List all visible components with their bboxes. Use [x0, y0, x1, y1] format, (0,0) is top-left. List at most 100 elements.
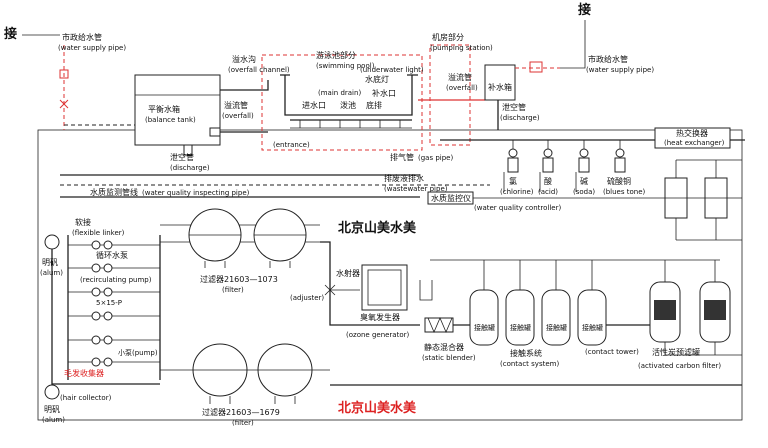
static-en: (static blender): [422, 354, 476, 362]
carbon-filters: [649, 260, 731, 343]
overflow-pipe-en: (overfall): [222, 112, 254, 120]
ozone-en: (ozone generator): [346, 331, 410, 339]
ozone-generator-inner: [367, 269, 402, 306]
filter-top-en: (filter): [222, 286, 244, 294]
makeup-tank: [484, 64, 516, 101]
contact-tank-label: 接触罐: [582, 323, 603, 332]
makeup-tank-cn: 补水箱: [488, 82, 512, 92]
entrance-en: (entrance): [273, 141, 310, 149]
overflow-channel-en: (overfall channel): [228, 66, 290, 74]
carbon-media: [704, 300, 726, 320]
ejector-icon: [324, 284, 336, 296]
pool-basin: [284, 75, 413, 116]
valve-icon: [529, 61, 543, 73]
ozone-main-pipe: [320, 241, 420, 326]
filter-bottom-en: (filter): [232, 419, 254, 427]
discharge-right-en: (discharge): [500, 114, 540, 122]
pump-icon: [91, 357, 101, 367]
contact-tank: [469, 289, 499, 346]
soda-cn: 碱: [580, 177, 588, 186]
dosing-pump-icon: [579, 148, 589, 158]
discharge-right-cn: 泄空管: [502, 102, 526, 112]
ozone-outlet: [419, 280, 433, 301]
hair-collector-cn: 毛发收集器: [64, 368, 104, 378]
acid-tank: [542, 157, 554, 173]
carbon-cn: 活性炭预滤罐: [652, 347, 700, 357]
bluestone-tank: [614, 157, 626, 173]
overflow-channel-cn: 溢水沟: [232, 54, 256, 64]
connect-marker-right: 接: [578, 2, 591, 18]
contact-tower-en: (contact tower): [585, 348, 639, 356]
system-frame: [37, 129, 743, 421]
pumping-station-cn: 机房部分: [432, 32, 464, 42]
heat-exchanger-en: (heat exchanger): [664, 139, 725, 147]
filter-top-cn: 过滤器21603—1073: [200, 274, 278, 284]
controller-en: (water quality controller): [474, 204, 561, 212]
pump-icon: [91, 311, 101, 321]
contact-tank-label: 接触罐: [474, 323, 495, 332]
flexible-en: (flexible linker): [72, 229, 125, 237]
underwater-light-en: (underwater light): [360, 66, 424, 74]
heat-exchanger-cn: 热交换器: [676, 128, 708, 138]
alum-top-en: (alum): [40, 269, 63, 277]
pump-icon: [103, 335, 113, 345]
adjuster-en: (adjuster): [290, 294, 324, 302]
water-supply-left-en: (water supply pipe): [58, 44, 126, 52]
heat-exchanger-label-box: [654, 127, 731, 149]
inlet-cn: 进水口: [302, 100, 326, 110]
pool-inlets: [299, 120, 401, 128]
circulating-pumps: [68, 240, 160, 367]
inspecting-en: (water quality inspecting pipe): [142, 189, 250, 197]
main-drain-en: (main drain): [318, 89, 361, 97]
overflow-pipe-cn: 溢流管: [224, 100, 248, 110]
pump-icon: [103, 357, 113, 367]
contact-tank: [505, 289, 535, 346]
contact-system-en: (contact system): [500, 360, 559, 368]
static-blender-pattern: [427, 316, 453, 334]
static-cn: 静态混合器: [424, 342, 464, 352]
contact-tank: [577, 289, 607, 346]
filter-bottom-group: [192, 343, 313, 404]
gas-pipe-cn: 排气管: [390, 152, 414, 162]
balance-tank-en: (balance tank): [145, 116, 196, 124]
hair-collector-en: (hair collector): [60, 394, 112, 402]
soda-tank: [578, 157, 590, 173]
pool-wall-cn: 泼池: [340, 100, 356, 110]
heat-exchanger-pipes: [675, 159, 742, 241]
overflow-right-en: (overfall): [446, 84, 478, 92]
watermark-top: 北京山美水美: [338, 220, 417, 236]
ozone-generator: [361, 264, 408, 311]
discharge-valve-left: [183, 144, 193, 156]
pumping-station-en: (pumping station): [430, 44, 493, 52]
acid-cn: 酸: [544, 176, 552, 186]
swimming-pool-en: (swimming pool): [316, 62, 375, 70]
small-pump: 小泵(pump): [118, 348, 158, 357]
pool-bottom-cn: 底排: [366, 100, 382, 110]
filter-bottom-cn: 过滤器21603—1679: [202, 407, 280, 417]
circulating-pump-en: (recirculating pump): [80, 276, 152, 284]
carbon-media: [654, 300, 676, 320]
chemical-dosing-units: [507, 140, 626, 173]
discharge-left-cn: 泄空管: [170, 152, 194, 162]
ejector-cn: 水射器: [336, 268, 360, 278]
pump-icon: [91, 335, 101, 345]
alum-bottom-en: (alum): [42, 416, 65, 424]
overflow-channel-pipe: [220, 80, 269, 91]
swimming-pool-area: [261, 54, 423, 151]
dosing-to-controller: [503, 172, 577, 192]
underwater-light-cn: 水底灯: [365, 74, 389, 84]
water-supply-right-cn: 市政给水管: [588, 54, 628, 64]
water-supply-right-en: (water supply pipe): [586, 66, 654, 74]
valve-icon: [209, 127, 221, 137]
flexible-cn: 软接: [75, 217, 91, 227]
wastewater-cn: 排废液排水: [384, 173, 424, 183]
makeup-cn: 补水口: [372, 88, 396, 98]
watermark-bottom: 北京山美水美: [338, 400, 417, 416]
ozone-cn: 臭氧发生器: [360, 312, 400, 322]
soda-en: (soda): [573, 188, 595, 196]
wastewater-en: (wastewater pipe): [384, 185, 448, 193]
pump-icon: [103, 263, 113, 273]
carbon-en: (activated carbon filter): [638, 362, 721, 370]
bluestone-cn: 硫酸铜: [607, 176, 631, 186]
